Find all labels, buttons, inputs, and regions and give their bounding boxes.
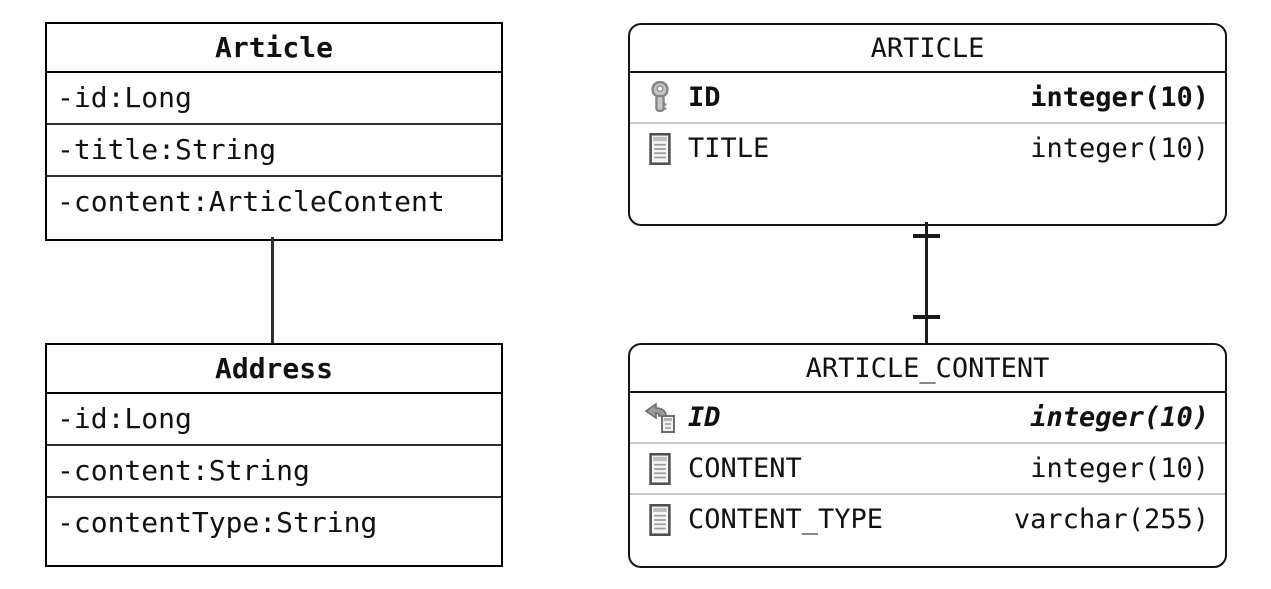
- er-column-type: integer(10): [1030, 402, 1209, 433]
- uml-box-filler: [47, 227, 501, 239]
- er-column-row: TITLE integer(10): [630, 122, 1225, 173]
- uml-box-filler: [47, 548, 501, 565]
- er-column-row: ID integer(10): [630, 393, 1225, 442]
- uml-attribute: -title:String: [47, 125, 501, 177]
- er-column-name: ID: [688, 402, 721, 433]
- er-table-article-title: ARTICLE: [630, 25, 1225, 73]
- er-column-name: CONTENT: [688, 453, 802, 484]
- uml-class-address: Address -id:Long -content:String -conten…: [45, 343, 503, 567]
- cardinality-one-tick-top: [913, 234, 940, 238]
- column-icon: [642, 503, 678, 536]
- er-column-name: ID: [688, 82, 721, 113]
- uml-attribute: -content:ArticleContent: [57, 185, 445, 218]
- uml-class-address-title: Address: [47, 345, 501, 394]
- uml-attribute: -id:Long: [47, 73, 501, 125]
- er-column-type: varchar(255): [1013, 504, 1209, 535]
- er-column-type: integer(10): [1030, 453, 1209, 484]
- column-icon: [642, 452, 678, 485]
- uml-class-article-title: Article: [47, 24, 501, 73]
- er-box-filler: [630, 173, 1225, 224]
- er-box-filler: [630, 544, 1225, 566]
- uml-class-article: Article -id:Long -title:String -content:…: [45, 22, 503, 241]
- cardinality-one-tick-bottom: [913, 315, 940, 319]
- er-column-name: CONTENT_TYPE: [688, 504, 884, 535]
- er-column-row: CONTENT_TYPE varchar(255): [630, 493, 1225, 544]
- association-line-article-address: [271, 237, 274, 343]
- primary-key-icon: [642, 80, 678, 115]
- relationship-line-article-articlecontent: [925, 222, 928, 343]
- er-table-article: ARTICLE ID integer(10): [628, 23, 1227, 226]
- er-column-row: CONTENT integer(10): [630, 442, 1225, 493]
- uml-attribute: -contentType:String: [57, 506, 378, 539]
- uml-attribute: -id:Long: [47, 394, 501, 446]
- er-column-name: TITLE: [688, 133, 770, 164]
- er-table-article-content-title: ARTICLE_CONTENT: [630, 345, 1225, 393]
- uml-attribute: -content:String: [47, 446, 501, 498]
- er-column-type: integer(10): [1030, 82, 1209, 113]
- column-icon: [642, 132, 678, 165]
- er-table-article-content: ARTICLE_CONTENT ID integer(10): [628, 343, 1227, 568]
- er-column-row: ID integer(10): [630, 73, 1225, 122]
- er-column-type: integer(10): [1030, 133, 1209, 164]
- foreign-key-icon: [642, 401, 678, 435]
